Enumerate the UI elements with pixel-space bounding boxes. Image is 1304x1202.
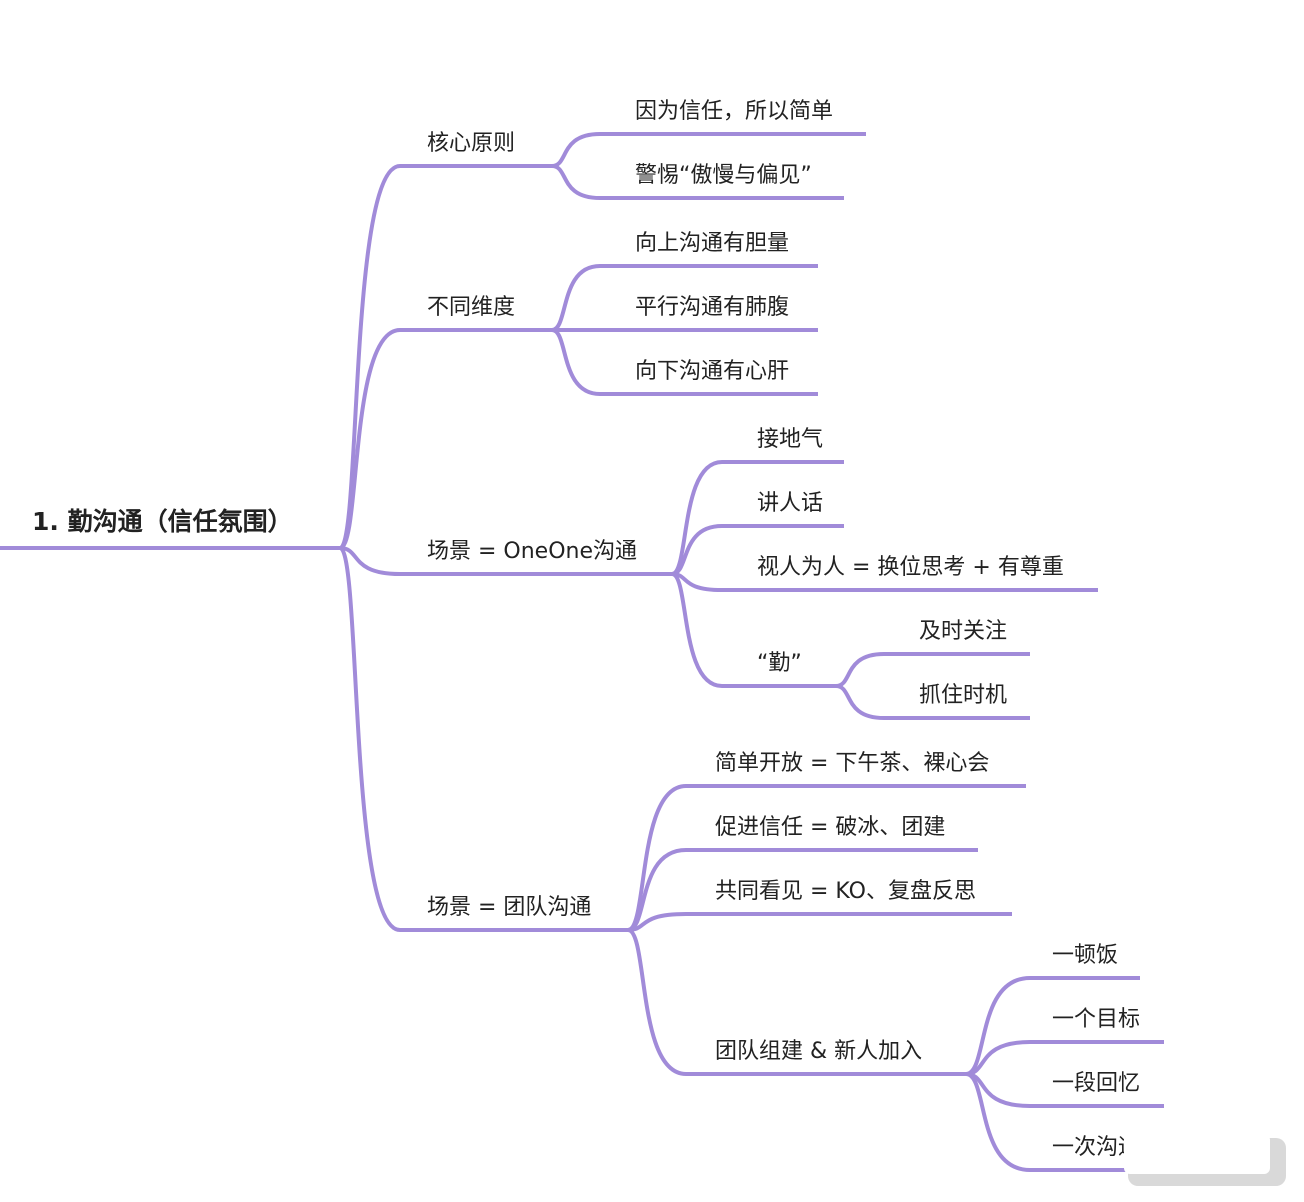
- edge-root-to-0: [338, 164, 402, 550]
- node-label-3-1[interactable]: 促进信任 = 破冰、团建: [715, 815, 945, 840]
- edge-3-to-3-1: [626, 848, 688, 932]
- node-label-2[interactable]: 场景 = OneOne沟通: [427, 539, 637, 564]
- edge-2-to-2-3: [670, 572, 724, 688]
- node-label-3-3-0[interactable]: 一顿饭: [1052, 943, 1118, 968]
- edge-root-to-2: [338, 546, 402, 576]
- node-label-2-3[interactable]: “勤”: [757, 651, 802, 676]
- node-label-0-1[interactable]: 警惕“傲慢与偏见”: [635, 163, 812, 188]
- node-label-0-0[interactable]: 因为信任，所以简单: [635, 99, 833, 124]
- edge-3-to-3-2: [626, 912, 688, 932]
- node-label-2-1[interactable]: 讲人话: [757, 491, 823, 516]
- node-label-root[interactable]: 1. 勤沟通（信任氛围）: [32, 507, 293, 536]
- edge-3-3-to-3-3-3: [964, 1072, 1032, 1172]
- edge-0-to-0-1: [550, 164, 602, 200]
- node-label-2-0[interactable]: 接地气: [757, 427, 823, 452]
- node-label-3-0[interactable]: 简单开放 = 下午茶、裸心会: [715, 751, 989, 776]
- node-label-0[interactable]: 核心原则: [427, 131, 515, 156]
- popup-overlay: [1124, 1134, 1286, 1186]
- node-label-3-3-1[interactable]: 一个目标: [1052, 1007, 1140, 1032]
- edge-root-to-1: [338, 328, 402, 550]
- edge-3-3-to-3-3-0: [964, 976, 1032, 1076]
- node-label-3-3[interactable]: 团队组建 & 新人加入: [715, 1039, 922, 1064]
- node-label-1-2[interactable]: 向下沟通有心肝: [635, 359, 789, 384]
- edge-1-to-1-2: [550, 328, 602, 396]
- node-label-2-3-1[interactable]: 抓住时机: [919, 683, 1007, 708]
- node-label-3-2[interactable]: 共同看见 = KO、复盘反思: [715, 879, 976, 904]
- edge-2-to-2-1: [670, 524, 724, 576]
- edge-root-to-3: [338, 546, 402, 932]
- edge-1-to-1-0: [550, 264, 602, 332]
- edge-2-3-to-2-3-1: [834, 684, 886, 720]
- node-label-1[interactable]: 不同维度: [427, 295, 515, 320]
- edge-2-to-2-0: [670, 460, 724, 576]
- node-label-1-1[interactable]: 平行沟通有肺腹: [635, 295, 789, 320]
- node-label-1-0[interactable]: 向上沟通有胆量: [635, 231, 789, 256]
- edge-0-to-0-0: [550, 132, 602, 168]
- edge-3-3-to-3-3-1: [964, 1040, 1032, 1076]
- node-label-3-3-2[interactable]: 一段回忆: [1052, 1071, 1140, 1096]
- node-label-2-3-0[interactable]: 及时关注: [919, 619, 1007, 644]
- node-label-2-2[interactable]: 视人为人 = 换位思考 + 有尊重: [757, 555, 1064, 580]
- popup-box: [1124, 1134, 1270, 1174]
- edge-3-to-3-3: [626, 928, 688, 1076]
- node-label-3[interactable]: 场景 = 团队沟通: [427, 895, 591, 920]
- mindmap-edges: [338, 132, 1032, 1172]
- edge-3-to-3-0: [626, 784, 688, 932]
- edge-2-3-to-2-3-0: [834, 652, 886, 688]
